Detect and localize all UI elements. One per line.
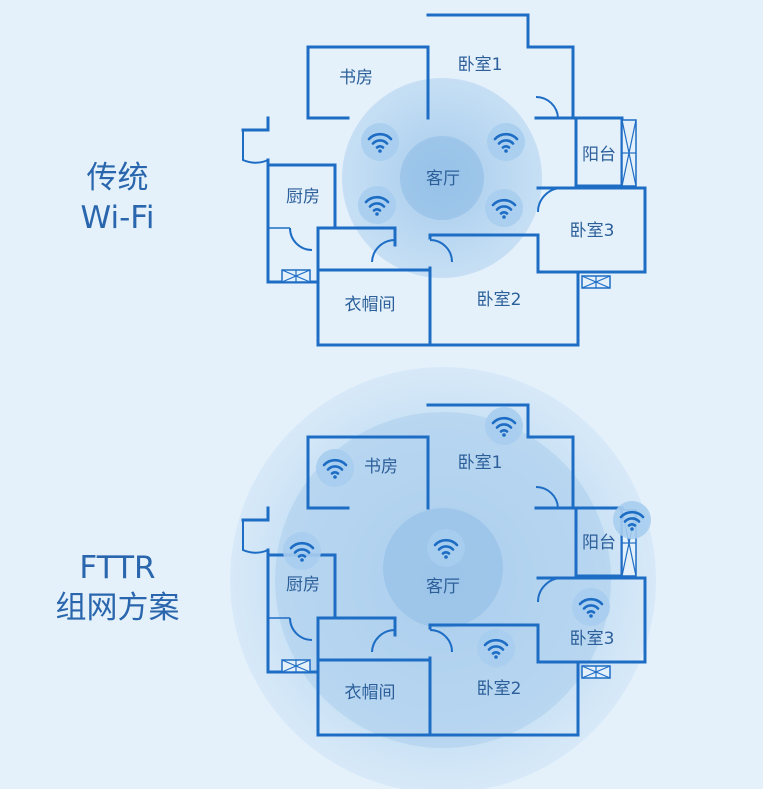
room-kitchen: 厨房 [286, 187, 320, 207]
wifi-icon [611, 499, 653, 541]
wifi-icon [425, 527, 467, 569]
wifi-icon [570, 586, 612, 628]
fttr-floorplan: 书房 卧室1 客厅 阳台 厨房 卧室3 衣帽间 卧室2 [230, 367, 656, 789]
room-bedroom3: 卧室3 [570, 629, 615, 649]
wifi-icon [314, 447, 356, 489]
traditional-title-line2: Wi-Fi [80, 200, 155, 236]
room-balcony: 阳台 [582, 533, 616, 553]
room-living: 客厅 [426, 577, 460, 597]
traditional-floorplan: 书房 卧室1 客厅 阳台 厨房 卧室3 衣帽间 卧室2 [243, 15, 645, 345]
room-bedroom2: 卧室2 [477, 679, 522, 699]
wifi-icon [281, 530, 323, 572]
room-bedroom2: 卧室2 [477, 290, 522, 310]
wifi-icon [483, 187, 525, 229]
room-closet: 衣帽间 [345, 295, 396, 315]
room-bedroom1: 卧室1 [458, 55, 503, 75]
room-balcony: 阳台 [582, 145, 616, 165]
wifi-icon [359, 121, 401, 163]
room-bedroom3: 卧室3 [570, 221, 615, 241]
fttr-title-line1: FTTR [79, 550, 156, 586]
traditional-wifi-label: 传统 Wi-Fi [0, 158, 235, 238]
room-living: 客厅 [426, 169, 460, 189]
room-study: 书房 [339, 68, 373, 88]
wifi-icon [356, 184, 398, 226]
fttr-title-line2: 组网方案 [55, 590, 180, 626]
room-closet: 衣帽间 [345, 683, 396, 703]
room-kitchen: 厨房 [286, 575, 320, 595]
fttr-label: FTTR 组网方案 [0, 548, 235, 628]
traditional-title-line1: 传统 [86, 160, 149, 196]
wifi-icon [483, 405, 525, 447]
room-study: 书房 [364, 457, 398, 477]
wifi-icon [475, 627, 517, 669]
wifi-icon [485, 121, 527, 163]
room-bedroom1: 卧室1 [458, 453, 503, 473]
